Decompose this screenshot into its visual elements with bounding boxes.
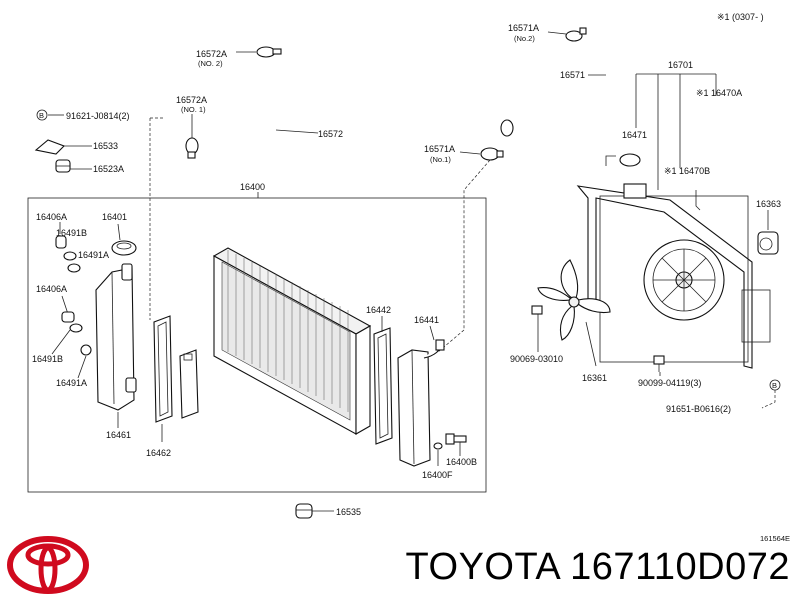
gasket-16462 (153, 315, 173, 423)
part-label-16571: 16571 (560, 70, 585, 80)
drain-plug-16406a-mid (61, 311, 75, 323)
part-label-16400b: 16400B (446, 457, 477, 467)
bracket-16533 (34, 139, 65, 155)
o-ring-16491b-top (63, 251, 77, 261)
cushion-16523a (55, 159, 71, 173)
right-tank-16441 (397, 339, 445, 467)
part-label-16470a: ※1 16470A (696, 88, 742, 98)
hose-clamp-16572a-no2 (256, 46, 282, 58)
hose-clamp-16572a-no1 (185, 137, 199, 159)
o-ring-16400f (433, 442, 443, 450)
svg-text:B: B (39, 111, 44, 120)
part-label-91651-b0616: 91651-B0616(2) (666, 404, 731, 414)
hose-clamp-16571a-no1 (480, 147, 504, 161)
reservoir-cap-16471 (605, 153, 641, 167)
part-label-90069-03010: 90069-03010 (510, 354, 563, 364)
part-label-16535: 16535 (336, 507, 361, 517)
part-label-90099-04119: 90099-04119(3) (638, 378, 701, 388)
part-label-16491a-mid: 16491A (56, 378, 87, 388)
o-ring-16491a-top (67, 263, 81, 273)
toyota-logo-icon (7, 536, 89, 594)
part-label-16491b-top: 16491B (56, 228, 87, 238)
part-label-16571a-no1: 16571A (424, 144, 455, 154)
part-label-16400f: 16400F (422, 470, 453, 480)
header-note: ※1 (0307- ) (717, 12, 764, 22)
part-label-16406a-mid: 16406A (36, 284, 67, 294)
svg-text:B: B (772, 381, 777, 390)
brand-part-number: TOYOTA 167110D072 (405, 546, 790, 588)
side-bracket (179, 349, 199, 419)
part-label-16401: 16401 (102, 212, 127, 222)
o-ring-16491b-mid (69, 323, 83, 333)
part-label-16572a-no1: 16572A (176, 95, 207, 105)
nut-90069 (531, 305, 543, 315)
part-label-16471: 16471 (622, 130, 647, 140)
reservoir-hose-16470a (721, 103, 743, 209)
part-label-16361: 16361 (582, 373, 607, 383)
radiator-cap-16401 (111, 240, 137, 256)
part-label-16462: 16462 (146, 448, 171, 458)
drain-plug-16406a-top (55, 235, 67, 249)
part-label-16491a-top: 16491A (78, 250, 109, 260)
part-label-16491b-mid: 16491B (32, 354, 63, 364)
part-label-16701: 16701 (668, 60, 693, 70)
part-label-16441: 16441 (414, 315, 439, 325)
callout-marker-b-left (36, 109, 48, 121)
part-label-16523a: 16523A (93, 164, 124, 174)
part-label-16572: 16572 (318, 129, 343, 139)
part-label-16363: 16363 (756, 199, 781, 209)
fan-shroud-16711 (576, 183, 771, 369)
part-label-16572a-no2: 16572A (196, 49, 227, 59)
left-tank-16461 (95, 263, 137, 411)
part-label-16400: 16400 (240, 182, 265, 192)
part-label-no1-a: (NO. 1) (181, 105, 206, 114)
fan-motor-16363 (757, 231, 779, 255)
bolt-90099 (653, 355, 665, 372)
part-label-no1-b: (No.1) (430, 155, 451, 164)
cushion-16535 (295, 503, 313, 519)
radiator-assembly-box (27, 197, 487, 493)
o-ring-16491a-mid (80, 344, 92, 356)
hose-clamp-16571a-no2 (565, 27, 587, 42)
part-label-16406a-top: 16406A (36, 212, 67, 222)
part-label-16470b: ※1 16470B (664, 166, 710, 176)
part-label-91621-j0814: 91621-J0814(2) (66, 111, 130, 121)
gasket-16442 (373, 327, 393, 445)
part-label-16571a-no2: 16571A (508, 23, 539, 33)
upper-hose-16572 (192, 58, 286, 162)
radiator-fins (227, 250, 349, 412)
drain-cock-16400b (445, 433, 467, 445)
part-label-no2-b: (No.2) (514, 34, 535, 43)
fan-16361 (537, 259, 611, 341)
part-label-no2-a: (NO. 2) (198, 59, 223, 68)
figure-code: 161564E (760, 534, 790, 543)
upper-hose-16571 (500, 35, 625, 137)
part-label-16461: 16461 (106, 430, 131, 440)
part-label-16442: 16442 (366, 305, 391, 315)
part-label-16533: 16533 (93, 141, 118, 151)
